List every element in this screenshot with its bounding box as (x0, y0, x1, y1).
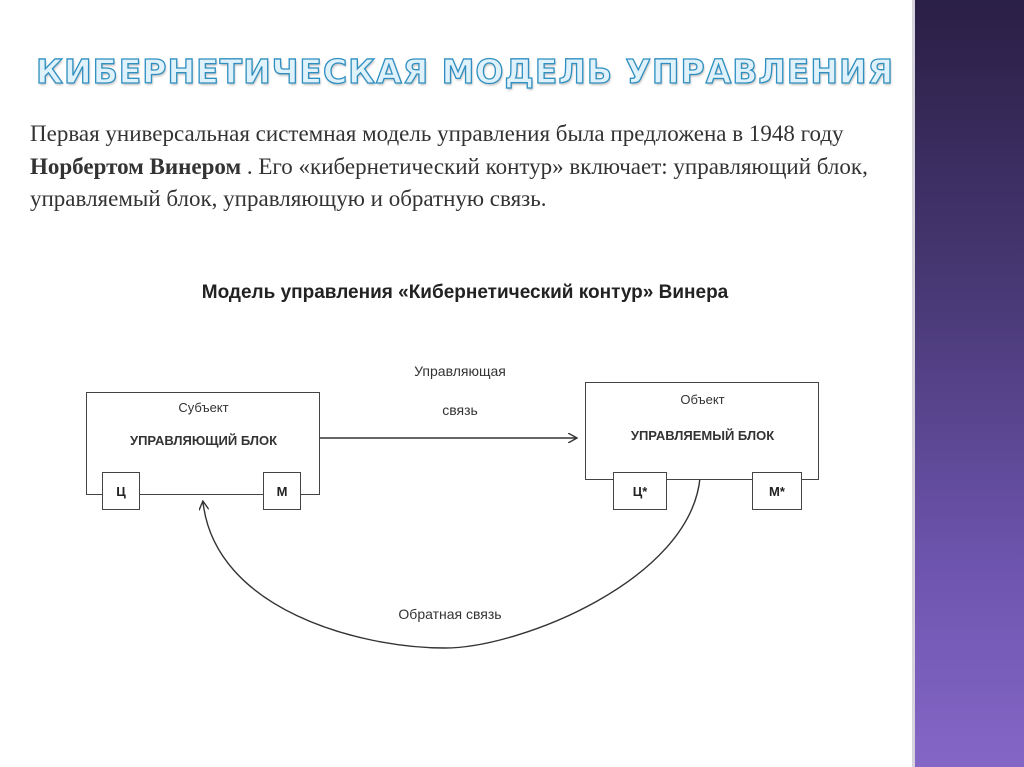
slide-divider (912, 0, 915, 767)
intro-paragraph: Первая универсальная системная модель уп… (30, 118, 900, 216)
subject-caption: Субъект (178, 400, 229, 415)
intro-text-2: . Его «кибернетический контур» включает:… (30, 153, 868, 212)
object-name: УПРАВЛЯЕМЫЙ БЛОК (630, 428, 775, 443)
intro-author: Норбертом Винером (30, 153, 242, 179)
object-block (585, 382, 819, 480)
decorative-side-bar (915, 0, 1024, 767)
feedback-link-label: Обратная связь (398, 606, 502, 622)
subject-name: УПРАВЛЯЮЩИЙ БЛОК (129, 433, 278, 448)
diagram-title: Модель управления «Кибернетический конту… (201, 282, 729, 303)
subject-c-box: Ц (102, 472, 140, 510)
control-link-label-2: связь (442, 402, 478, 418)
feedback-link-arrow (203, 477, 701, 649)
intro-text-1: Первая универсальная системная модель уп… (30, 121, 844, 146)
slide-title: КИБЕРНЕТИЧЕСКАЯ МОДЕЛЬ УПРАВЛЕНИЯ (35, 51, 895, 91)
object-c-box: Ц* (613, 472, 667, 510)
subject-m-box: М (263, 472, 301, 510)
object-caption: Объект (680, 392, 725, 407)
control-link-label-1: Управляющая (414, 363, 506, 379)
object-m-box: М* (752, 472, 802, 510)
